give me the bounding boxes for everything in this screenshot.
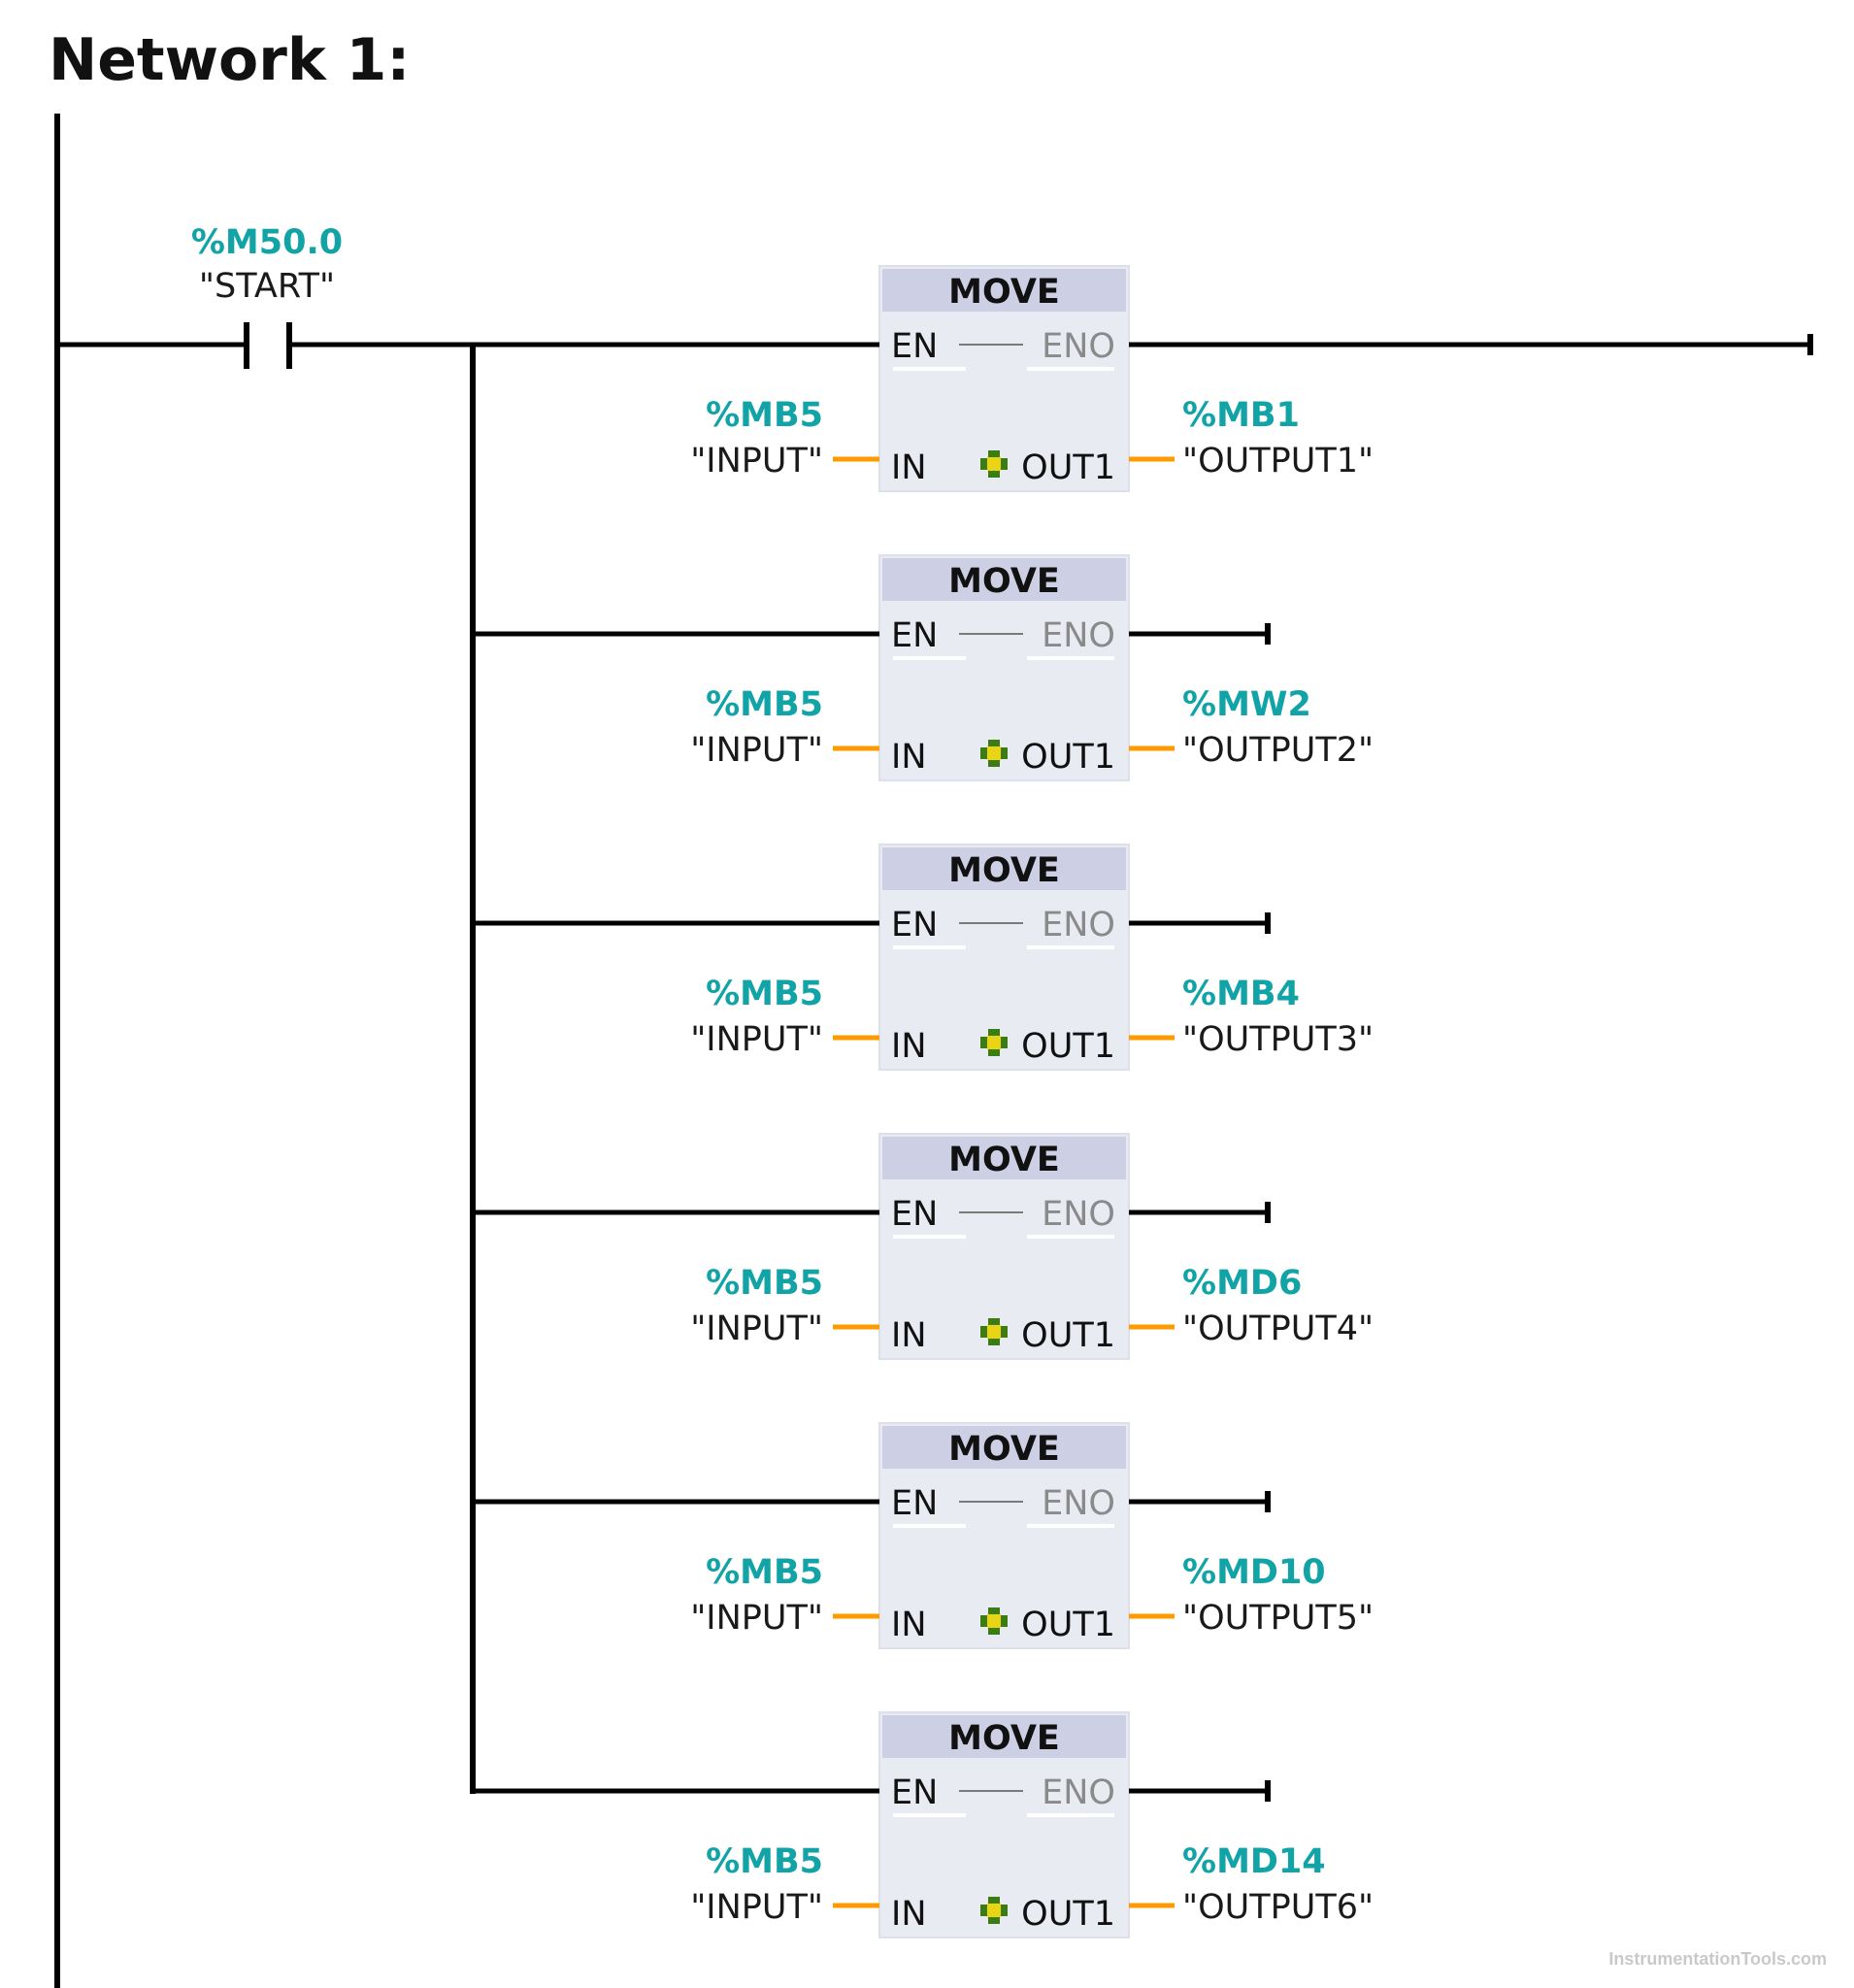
- icon-core: [987, 457, 1001, 471]
- eno-underline: [1027, 1813, 1114, 1817]
- move-block-2[interactable]: MOVE EN ENO IN OUT1 %MB5 "INPUT" %MW2 "OUTPUT2": [473, 554, 1374, 781]
- icon-core: [987, 1325, 1001, 1339]
- en-underline: [893, 656, 966, 660]
- icon-core: [987, 1904, 1001, 1917]
- pin-in: IN: [891, 1316, 927, 1355]
- in-operand-address[interactable]: %MB5: [706, 396, 823, 435]
- pin-in: IN: [891, 738, 927, 777]
- pin-en: EN: [891, 1195, 938, 1234]
- en-underline: [893, 1813, 966, 1817]
- pin-eno: ENO: [1042, 1484, 1115, 1523]
- data-type-icon: [980, 450, 1008, 478]
- block-header: [882, 847, 1126, 890]
- block-header: [882, 269, 1126, 312]
- block-title: MOVE: [948, 851, 1060, 890]
- data-type-icon: [980, 1897, 1008, 1924]
- block-title: MOVE: [948, 1141, 1060, 1179]
- icon-core: [987, 1614, 1001, 1628]
- out-operand-address[interactable]: %MB4: [1182, 975, 1300, 1013]
- out-operand-tag[interactable]: "OUTPUT6": [1182, 1888, 1374, 1927]
- start-contact[interactable]: [244, 322, 292, 369]
- move-block-3[interactable]: MOVE EN ENO IN OUT1 %MB5 "INPUT" %MB4 "OUTPUT3": [473, 844, 1374, 1071]
- pin-eno: ENO: [1042, 906, 1115, 944]
- in-operand-address[interactable]: %MB5: [706, 1553, 823, 1592]
- data-type-icon: [980, 1029, 1008, 1056]
- in-operand-tag[interactable]: "INPUT": [690, 1599, 823, 1638]
- pin-out: OUT1: [1021, 1606, 1115, 1644]
- in-operand-tag[interactable]: "INPUT": [690, 731, 823, 770]
- pin-en: EN: [891, 327, 938, 366]
- pin-out: OUT1: [1021, 448, 1115, 487]
- pin-eno: ENO: [1042, 1773, 1115, 1812]
- block-title: MOVE: [948, 1430, 1060, 1469]
- contact-address: %M50.0: [191, 223, 343, 262]
- block-title: MOVE: [948, 273, 1060, 312]
- out-operand-address[interactable]: %MD14: [1182, 1842, 1326, 1881]
- pin-eno: ENO: [1042, 616, 1115, 655]
- in-operand-address[interactable]: %MB5: [706, 1264, 823, 1303]
- network-title: Network 1:: [49, 26, 410, 94]
- data-type-icon: [980, 1318, 1008, 1345]
- out-operand-address[interactable]: %MD10: [1182, 1553, 1326, 1592]
- pin-out: OUT1: [1021, 1316, 1115, 1355]
- pin-in: IN: [891, 1027, 927, 1066]
- en-underline: [893, 1524, 966, 1528]
- in-operand-tag[interactable]: "INPUT": [690, 1020, 823, 1059]
- in-operand-address[interactable]: %MB5: [706, 685, 823, 724]
- icon-core: [987, 1036, 1001, 1049]
- move-block-4[interactable]: MOVE EN ENO IN OUT1 %MB5 "INPUT" %MD6 "OUTPUT4": [473, 1133, 1374, 1360]
- in-operand-address[interactable]: %MB5: [706, 1842, 823, 1881]
- block-title: MOVE: [948, 562, 1060, 601]
- out-operand-address[interactable]: %MB1: [1182, 396, 1300, 435]
- out-operand-address[interactable]: %MD6: [1182, 1264, 1302, 1303]
- watermark: InstrumentationTools.com: [1608, 1949, 1827, 1969]
- pin-out: OUT1: [1021, 1895, 1115, 1934]
- eno-underline: [1027, 367, 1114, 371]
- block-header: [882, 558, 1126, 601]
- icon-core: [987, 746, 1001, 760]
- pin-eno: ENO: [1042, 1195, 1115, 1234]
- pin-in: IN: [891, 1895, 927, 1934]
- data-type-icon: [980, 740, 1008, 767]
- out-operand-tag[interactable]: "OUTPUT2": [1182, 731, 1374, 770]
- out-operand-address[interactable]: %MW2: [1182, 685, 1311, 724]
- in-operand-address[interactable]: %MB5: [706, 975, 823, 1013]
- block-title: MOVE: [948, 1719, 1060, 1758]
- pin-out: OUT1: [1021, 738, 1115, 777]
- eno-underline: [1027, 656, 1114, 660]
- pin-in: IN: [891, 1606, 927, 1644]
- contact-tag: "START": [199, 267, 335, 306]
- pin-en: EN: [891, 906, 938, 944]
- in-operand-tag[interactable]: "INPUT": [690, 442, 823, 480]
- eno-underline: [1027, 1524, 1114, 1528]
- pin-in: IN: [891, 448, 927, 487]
- out-operand-tag[interactable]: "OUTPUT5": [1182, 1599, 1374, 1638]
- eno-underline: [1027, 945, 1114, 949]
- block-header: [882, 1426, 1126, 1469]
- pin-en: EN: [891, 1773, 938, 1812]
- data-type-icon: [980, 1607, 1008, 1635]
- in-operand-tag[interactable]: "INPUT": [690, 1888, 823, 1927]
- eno-underline: [1027, 1235, 1114, 1239]
- en-underline: [893, 1235, 966, 1239]
- en-underline: [893, 945, 966, 949]
- block-header: [882, 1715, 1126, 1758]
- out-operand-tag[interactable]: "OUTPUT1": [1182, 442, 1374, 480]
- move-block-5[interactable]: MOVE EN ENO IN OUT1 %MB5 "INPUT" %MD10 "OUTPUT5": [473, 1422, 1374, 1649]
- block-header: [882, 1137, 1126, 1179]
- pin-eno: ENO: [1042, 327, 1115, 366]
- move-block-1[interactable]: MOVE EN ENO IN OUT1 %MB5 "INPUT" %MB1 "OUTPUT1": [473, 265, 1813, 492]
- out-operand-tag[interactable]: "OUTPUT3": [1182, 1020, 1374, 1059]
- out-operand-tag[interactable]: "OUTPUT4": [1182, 1309, 1374, 1348]
- pin-en: EN: [891, 616, 938, 655]
- move-block-6[interactable]: MOVE EN ENO IN OUT1 %MB5 "INPUT" %MD14 "OUTPUT6": [473, 1711, 1374, 1938]
- pin-en: EN: [891, 1484, 938, 1523]
- pin-out: OUT1: [1021, 1027, 1115, 1066]
- en-underline: [893, 367, 966, 371]
- in-operand-tag[interactable]: "INPUT": [690, 1309, 823, 1348]
